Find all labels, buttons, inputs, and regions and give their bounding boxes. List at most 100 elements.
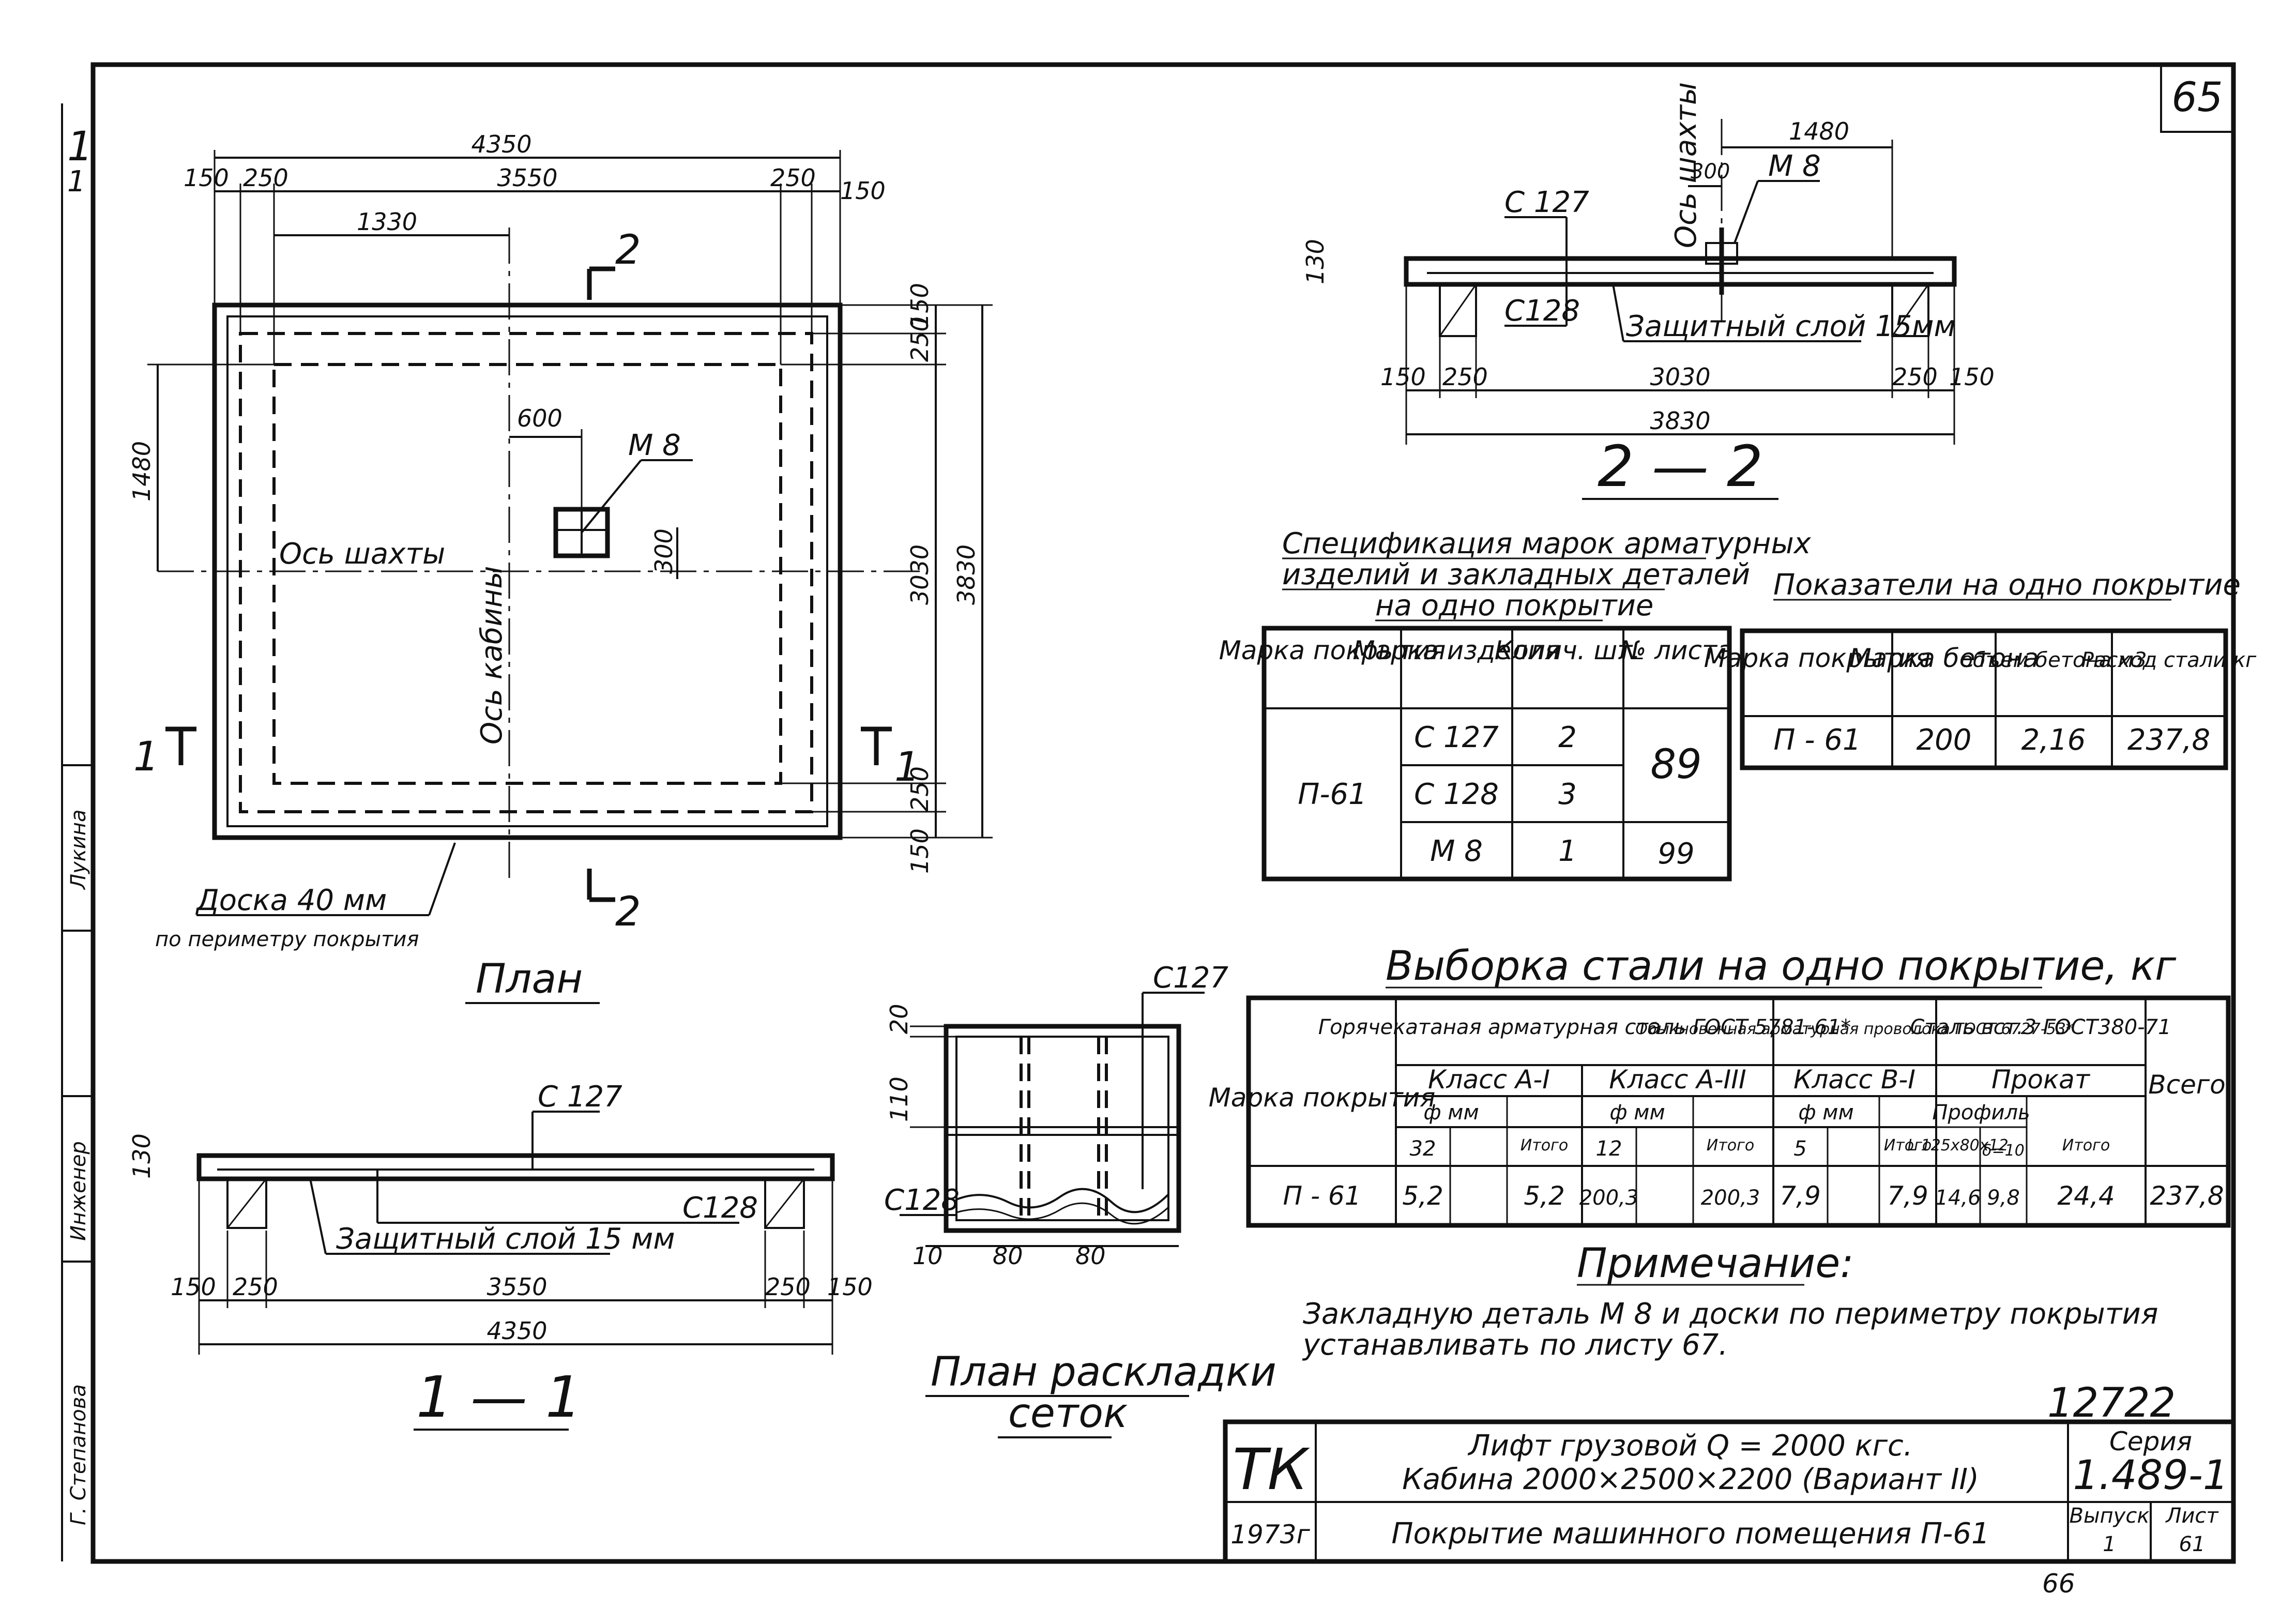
s22-dim-150-l: 150 bbox=[1380, 363, 1426, 391]
plan-dim-150-t: 150 bbox=[906, 283, 934, 328]
steel-h-d5: 5 bbox=[1793, 1137, 1806, 1161]
stamp-name-2: Инженер bbox=[67, 1141, 90, 1241]
mesh-layout-plan: С127 С128 20 110 10 80 80 План раскладки… bbox=[884, 961, 1276, 1438]
s11-support-left bbox=[226, 1178, 267, 1229]
steel-v-b1-total: 7,9 bbox=[1887, 1181, 1928, 1211]
plan-shaft-axis-label: Ось шахты bbox=[279, 537, 445, 571]
plan-dim-1480: 1480 bbox=[128, 441, 156, 502]
plan-section-2-bottom: 2 bbox=[615, 889, 641, 935]
s22-h130: 130 bbox=[1301, 239, 1329, 284]
s22-support-left bbox=[1439, 283, 1477, 337]
steel-h-group2: Обыкновенная арматурная проволока ГОСТ 6… bbox=[1635, 1020, 2074, 1038]
steel-h-b1: Класс В-I bbox=[1793, 1065, 1915, 1095]
plan-section-1-right: 1 bbox=[894, 744, 920, 791]
indicators-table: Показатели на одно покрытие Марка покрыт… bbox=[1704, 568, 2257, 770]
spec-sheet-89: 89 bbox=[1650, 741, 1701, 788]
spec-title-3: на одно покрытие bbox=[1375, 589, 1653, 623]
s11-protect: Защитный слой 15 мм bbox=[336, 1222, 675, 1256]
plan-mesh-outline bbox=[239, 332, 813, 813]
spec-qty-1: 2 bbox=[1558, 721, 1577, 754]
spec-h-item: Марка изделия bbox=[1352, 635, 1560, 665]
plan-m8-label: М 8 bbox=[628, 429, 681, 462]
steel-h-phi-a1: ф мм bbox=[1423, 1101, 1479, 1125]
s11-support-right bbox=[764, 1178, 805, 1229]
plan-dim-1330: 1330 bbox=[357, 208, 417, 236]
plan-cabin-axis-label: Ось кабины bbox=[475, 566, 509, 745]
sheet-number: 65 bbox=[2171, 74, 2223, 121]
issue-value: 1 bbox=[2103, 1532, 2116, 1556]
mesh-outline bbox=[944, 1024, 1181, 1233]
note-title: Примечание: bbox=[1577, 1240, 1854, 1287]
s22-m8: М 8 bbox=[1768, 149, 1821, 183]
steel-h-profile: Профиль bbox=[1932, 1101, 2030, 1125]
s11-slab bbox=[196, 1153, 835, 1181]
mesh-dim-10: 10 bbox=[913, 1242, 943, 1270]
spec-qty-2: 3 bbox=[1558, 778, 1577, 811]
ind-h-mark: Марка покрытия bbox=[1704, 643, 1931, 673]
s11-dim-250-r: 250 bbox=[765, 1273, 811, 1301]
mesh-dim-80-b: 80 bbox=[1075, 1242, 1106, 1270]
plan-dim-150-r: 150 bbox=[840, 177, 886, 205]
plan-dim-150-l: 150 bbox=[184, 164, 229, 192]
spec-h-sheet: № листа bbox=[1618, 635, 1733, 665]
steel-v-a1: 5,2 bbox=[1402, 1181, 1443, 1211]
s11-c128: С128 bbox=[682, 1191, 758, 1225]
plan-dim-300: 300 bbox=[650, 528, 678, 574]
bottom-note: 66 bbox=[2042, 1569, 2075, 1599]
steel-title: Выборка стали на одно покрытие, кг bbox=[1386, 943, 2177, 990]
steel-h-total: Всего bbox=[2148, 1070, 2225, 1100]
stamp-name-3: Г. Степанова bbox=[67, 1384, 90, 1525]
steel-v-rolled-total: 24,4 bbox=[2057, 1181, 2115, 1211]
spec-table: Спецификация марок арматурных изделий и … bbox=[1219, 527, 1812, 882]
note-line1: Закладную деталь М 8 и доски по периметр… bbox=[1303, 1297, 2158, 1331]
board-note-line1: Доска 40 мм bbox=[195, 884, 387, 917]
spec-h-qty: Колич. шт. bbox=[1495, 635, 1641, 665]
s22-title: 2 — 2 bbox=[1598, 433, 1763, 499]
plan-section-1-left: 1 bbox=[133, 734, 159, 780]
steel-v-prof1: 14,6 bbox=[1935, 1186, 1981, 1210]
list-label: Лист bbox=[2165, 1504, 2219, 1528]
s11-dim-3550: 3550 bbox=[486, 1273, 547, 1301]
spec-title-1: Спецификация марок арматурных bbox=[1282, 527, 1812, 560]
mesh-dim-20: 20 bbox=[885, 1004, 913, 1034]
steel-v-total: 237,8 bbox=[2150, 1181, 2224, 1211]
spec-item-1: С 127 bbox=[1414, 721, 1499, 754]
steel-h-itogo-a3: Итого bbox=[1707, 1136, 1754, 1155]
steel-h-phi-b1: ф мм bbox=[1798, 1101, 1853, 1125]
ind-v-concrete: 200 bbox=[1917, 723, 1972, 757]
stamp-name-1: Лукина bbox=[67, 809, 90, 890]
spec-qty-3: 1 bbox=[1558, 834, 1577, 868]
steel-h-phi-a3: ф мм bbox=[1609, 1101, 1665, 1125]
steel-v-a1-total: 5,2 bbox=[1524, 1181, 1565, 1211]
plan-dim-250-t: 250 bbox=[906, 316, 934, 362]
steel-h-group3: Сталь вст.3 ГОСТ380-71 bbox=[1910, 1015, 2171, 1039]
steel-h-d32: 32 bbox=[1410, 1137, 1436, 1161]
archive-number: 12722 bbox=[2047, 1380, 2176, 1426]
mesh-c128: С128 bbox=[884, 1183, 960, 1217]
ind-h-volume: объем бетона м3 bbox=[1960, 648, 2147, 672]
section-1-1: С 127 С128 Защитный слой 15 мм 130 150 2… bbox=[128, 1080, 873, 1431]
plan-view: М 8 600 300 Ось шахты Ось кабины 4350 15… bbox=[128, 130, 993, 1004]
s22-slab bbox=[1404, 256, 1957, 287]
spec-item-3: М 8 bbox=[1430, 834, 1483, 868]
series-value: 1.489-1 bbox=[2073, 1452, 2228, 1499]
series-label: Серия bbox=[2109, 1426, 2192, 1456]
s22-dim-3830: 3830 bbox=[1650, 407, 1710, 435]
ind-v-mark: П - 61 bbox=[1773, 723, 1861, 757]
section-2-2: Ось шахты М 8 1480 300 С 127 С128 Защитн… bbox=[1301, 82, 1995, 500]
spec-mark: П-61 bbox=[1298, 778, 1367, 811]
steel-h-prof2: δ=10 bbox=[1982, 1142, 2025, 1160]
note-block: Примечание: Закладную деталь М 8 и доски… bbox=[1302, 1240, 2158, 1362]
spec-sheet-99: 99 bbox=[1658, 837, 1694, 871]
mesh-dim-110: 110 bbox=[885, 1076, 913, 1122]
s11-dim-250-l: 250 bbox=[233, 1273, 278, 1301]
steel-h-itogo-b1: Итого bbox=[1884, 1136, 1932, 1155]
mesh-title-1: План раскладки bbox=[931, 1349, 1276, 1395]
s22-dim-3030: 3030 bbox=[1650, 363, 1710, 391]
plan-dim-600: 600 bbox=[517, 404, 562, 432]
sheet-number-box bbox=[2160, 64, 2234, 133]
ind-v-steel: 237,8 bbox=[2127, 723, 2210, 757]
side-mark-2: 1 bbox=[67, 165, 86, 199]
steel-table: Выборка стали на одно покрытие, кг Марка… bbox=[1209, 943, 2231, 1228]
